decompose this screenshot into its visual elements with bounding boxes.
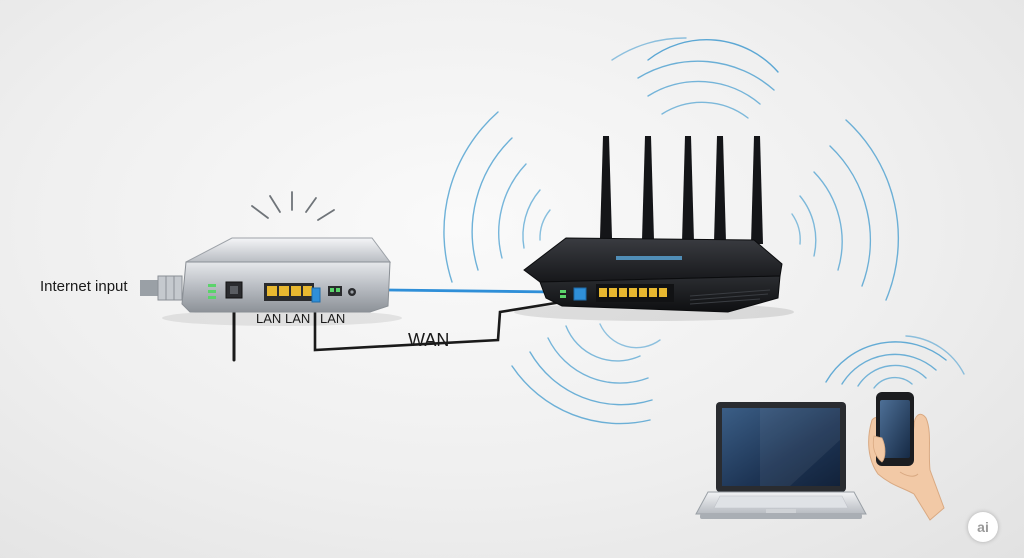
- lan-port-label-2: LAN: [285, 311, 311, 326]
- modem-status-leds: [208, 284, 216, 299]
- laptop-screen: [722, 408, 840, 486]
- wan-label: WAN: [408, 330, 450, 350]
- router-vents: [689, 289, 771, 305]
- router-led-bar: [616, 256, 682, 260]
- laptop: [695, 402, 867, 519]
- modem-side-ports: [328, 286, 356, 296]
- phone-screen: [880, 400, 910, 458]
- router-lan-ports: [596, 284, 674, 302]
- lan-port-label-1: LAN: [256, 311, 282, 326]
- cables: [140, 275, 576, 362]
- wifi-wave-icon: [511, 323, 661, 425]
- lan-to-router-cable: [386, 288, 558, 294]
- signal-spark-icon: [251, 191, 335, 221]
- modem-top: [185, 237, 391, 263]
- coax-connector: [140, 275, 183, 301]
- router-antennas: [600, 136, 763, 244]
- wifi-wave-icon: [825, 335, 965, 389]
- wifi-wave-icon: [443, 111, 551, 283]
- modem-lan-ports: [264, 283, 314, 301]
- router: [514, 136, 794, 321]
- modem-blue-connector: [311, 287, 321, 303]
- phone-in-hand: [868, 392, 945, 521]
- modem: [162, 237, 402, 326]
- wifi-wave-icon: [791, 119, 900, 301]
- internet-input-label: Internet input: [40, 278, 128, 295]
- wan-cable: [313, 298, 576, 352]
- router-wan-port: [573, 287, 587, 301]
- wifi-wave-icon: [611, 37, 779, 119]
- lan-port-label-3: LAN: [320, 311, 346, 326]
- ai-badge: ai: [968, 512, 998, 542]
- wifi-waves: [443, 37, 965, 425]
